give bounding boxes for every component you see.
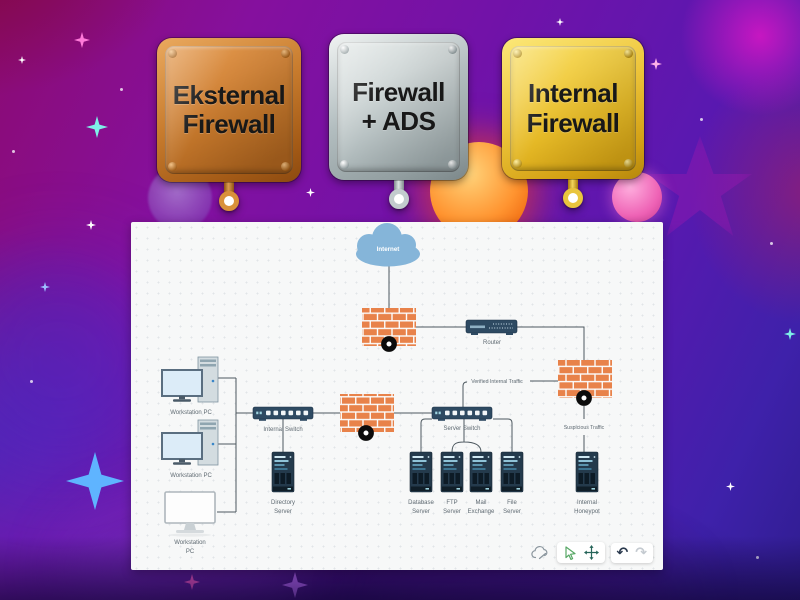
- sparkle-icon: [86, 116, 108, 138]
- directory-server-label: Server: [274, 509, 292, 515]
- diagram-panel: Internet: [131, 222, 663, 570]
- sign-hook-ring: [388, 189, 409, 209]
- server-switch-label: Server Switch: [443, 426, 480, 432]
- star-dot: [700, 118, 703, 121]
- internet-label: Internet: [377, 246, 400, 253]
- internal-honeypot-graphic: [575, 451, 599, 493]
- rivet: [281, 49, 290, 58]
- rivet: [624, 159, 633, 168]
- sparkle-icon: [556, 18, 564, 26]
- cloud-sync-icon[interactable]: [530, 545, 551, 561]
- workstation-pc-3-label: Workstation: [174, 540, 206, 546]
- pan-move-icon[interactable]: [583, 545, 599, 560]
- ftp-server-label: Server: [443, 509, 461, 515]
- star-dot: [30, 380, 33, 383]
- sign-plate: Internal Firewall: [502, 38, 644, 179]
- rivet: [513, 159, 522, 168]
- sign-text-line: Firewall: [526, 107, 620, 138]
- tool-group-pointer: [556, 542, 605, 563]
- draggable-label-internal-firewall[interactable]: Internal Firewall: [502, 38, 644, 208]
- tool-group-history: ↶ ↷: [610, 542, 653, 563]
- router-graphic: [465, 319, 518, 335]
- workstation-pc-2-graphic: [161, 419, 219, 466]
- sparkle-icon: [86, 220, 96, 230]
- select-cursor-icon[interactable]: [563, 545, 577, 560]
- sign-hook-ring: [563, 188, 583, 208]
- pink-planet: [612, 172, 662, 222]
- draggable-label-eksternal-firewall[interactable]: Eksternal Firewall: [157, 38, 301, 211]
- workstation-pc-2-label: Workstation PC: [170, 473, 212, 479]
- internal-switch-graphic: [252, 406, 314, 422]
- rivet: [168, 49, 177, 58]
- sign-text-line: Eksternal: [172, 79, 286, 110]
- workstation-pc-3-label: PC: [186, 549, 195, 555]
- file-server-label: File: [507, 500, 517, 506]
- database-server-label: Database: [408, 500, 434, 506]
- sparkle-icon: [650, 58, 662, 70]
- internal-switch-label: Internal Switch: [263, 427, 302, 433]
- connector-wires: [217, 266, 585, 513]
- sparkle-icon: [726, 482, 735, 491]
- workstation-pc-1-graphic: [161, 356, 219, 403]
- sparkle-icon: [74, 32, 90, 48]
- server-switch-graphic: [431, 406, 493, 422]
- rivet: [340, 160, 349, 169]
- router-label: Router: [483, 340, 501, 346]
- sign-text-line: Firewall: [182, 109, 276, 139]
- rivet: [340, 45, 349, 54]
- sign-stem: [224, 180, 234, 197]
- sign-stem: [393, 178, 404, 195]
- directory-server-label: Directory: [271, 500, 295, 506]
- rivet: [513, 49, 522, 58]
- ftp-server-label: FTP: [446, 500, 457, 506]
- sign-text-line: + ADS: [361, 106, 436, 136]
- sign-stem: [568, 177, 578, 194]
- sign-plate: Eksternal Firewall: [157, 38, 301, 182]
- database-server-graphic: [409, 451, 433, 493]
- drop-target-ring-2[interactable]: [576, 390, 592, 406]
- redo-icon[interactable]: ↷: [635, 544, 647, 561]
- suspicious-traffic-label: Suspicious Traffic: [564, 425, 605, 431]
- network-diagram: Internet: [161, 223, 612, 555]
- star-dot: [120, 88, 123, 91]
- workstation-pc-1-label: Workstation PC: [170, 410, 212, 416]
- rivet: [168, 162, 177, 171]
- file-server-label: Server: [503, 509, 521, 515]
- mail-exchange-label: Mail: [475, 500, 486, 506]
- ftp-server-graphic: [440, 451, 464, 493]
- workstation-pc-3-graphic: [164, 491, 216, 537]
- star-dot: [12, 150, 15, 153]
- drop-target-ring-1[interactable]: [381, 336, 397, 352]
- star-dot: [770, 242, 773, 245]
- database-server-label: Server: [412, 509, 430, 515]
- directory-server-graphic: [271, 451, 295, 493]
- mail-exchange-graphic: [469, 451, 493, 493]
- draggable-label-firewall-ads[interactable]: Firewall + ADS: [329, 34, 468, 209]
- sparkle-icon: [18, 56, 26, 64]
- internet-cloud: Internet: [356, 223, 420, 267]
- file-server-graphic: [500, 451, 524, 493]
- rivet: [448, 45, 457, 54]
- sign-text-line: Firewall: [352, 76, 445, 107]
- sparkle-icon: [66, 452, 124, 510]
- sign-text-line: Internal: [528, 78, 618, 109]
- undo-icon[interactable]: ↶: [616, 544, 629, 561]
- sparkle-icon: [306, 188, 315, 197]
- sparkle-icon: [784, 328, 796, 340]
- internal-honeypot-label: Honeypot: [574, 509, 600, 515]
- rivet: [281, 162, 290, 171]
- sign-hook-ring: [219, 191, 239, 211]
- sign-plate: Firewall + ADS: [329, 34, 468, 180]
- rivet: [624, 49, 633, 58]
- canvas-toolbar: ↶ ↷: [530, 542, 653, 563]
- faint-star-shape: [648, 136, 752, 236]
- verified-traffic-label: Verified Internal Traffic: [471, 379, 523, 385]
- sparkle-icon: [40, 282, 50, 292]
- internal-honeypot-label: Internal: [577, 500, 597, 506]
- drop-target-ring-3[interactable]: [358, 425, 374, 441]
- mail-exchange-label: Exchange: [468, 509, 495, 515]
- rivet: [448, 160, 457, 169]
